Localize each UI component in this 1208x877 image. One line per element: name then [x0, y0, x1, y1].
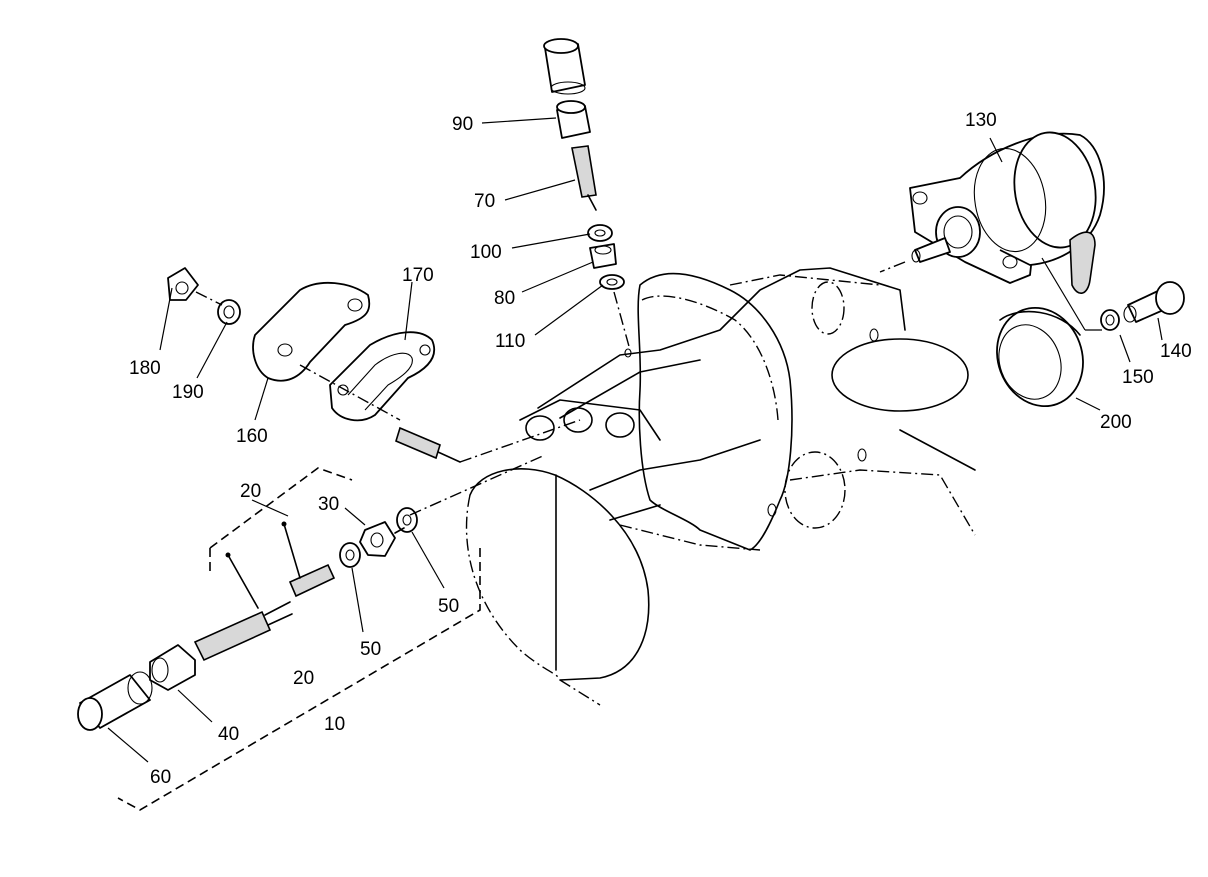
group-10-outline: [117, 467, 481, 811]
label-90: 90: [452, 114, 473, 135]
part-20-rod: [193, 521, 301, 662]
label-50-right: 50: [438, 596, 459, 617]
part-valve-cap-top: [543, 38, 586, 95]
label-180: 180: [129, 358, 161, 379]
label-200: 200: [1100, 412, 1132, 433]
part-130-solenoid: [879, 131, 1105, 294]
part-200-seal: [996, 306, 1084, 408]
label-160: 160: [236, 426, 268, 447]
part-150-washer: [1100, 309, 1120, 331]
label-190: 190: [172, 382, 204, 403]
pump-housing: [465, 267, 976, 706]
part-180-nut: [167, 267, 199, 301]
label-170: 170: [402, 265, 434, 286]
part-50-washer-left: [339, 542, 361, 568]
part-40-nut: [149, 644, 196, 691]
label-10: 10: [324, 714, 345, 735]
label-20-top: 20: [240, 481, 261, 502]
label-150: 150: [1122, 367, 1154, 388]
part-100-washer: [587, 224, 613, 242]
part-160-cover-plate: [252, 281, 371, 382]
part-number-labels: 90 70 100 80 110 130 140 150 200 170 180…: [129, 110, 1192, 788]
part-170-gasket: [329, 331, 435, 422]
label-70: 70: [474, 191, 495, 212]
part-110-washer: [599, 274, 625, 290]
label-50-left: 50: [360, 639, 381, 660]
label-140: 140: [1160, 341, 1192, 362]
label-80: 80: [494, 288, 515, 309]
label-110: 110: [495, 331, 525, 352]
label-130: 130: [965, 110, 997, 131]
part-50-washer-right: [396, 507, 418, 533]
part-60-cap: [77, 671, 153, 731]
label-60: 60: [150, 767, 171, 788]
part-20-spring: [288, 563, 336, 598]
part-80-nut: [589, 243, 617, 269]
label-100: 100: [470, 242, 502, 263]
part-small-spring: [395, 426, 461, 463]
label-20-bottom: 20: [293, 668, 314, 689]
label-40: 40: [218, 724, 239, 745]
part-190-washer: [217, 299, 241, 325]
part-90-nut: [556, 100, 591, 139]
part-30-nut: [359, 521, 396, 557]
leader-lines: [107, 117, 1163, 763]
part-70-spring: [571, 145, 597, 211]
part-140-bolt: [1123, 281, 1185, 323]
label-30: 30: [318, 494, 339, 515]
